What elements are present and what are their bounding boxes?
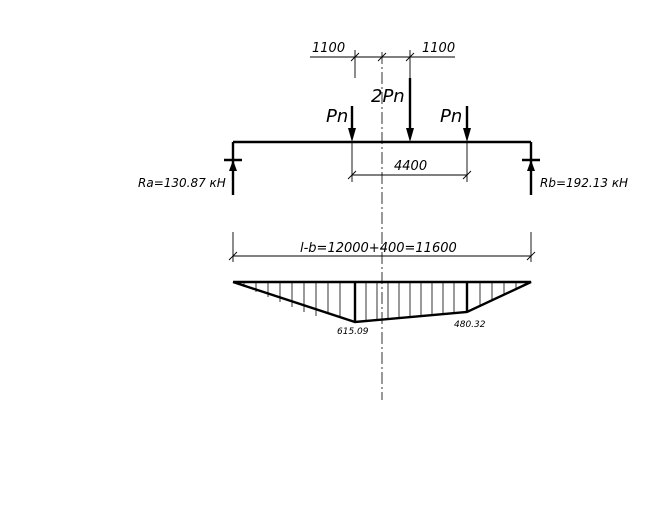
load-arrow-right [463, 106, 471, 142]
left-support [224, 142, 242, 195]
total-dimension: l-b=12000+400=11600 [228, 232, 536, 262]
dim-top-left: 1100 [312, 41, 345, 56]
reaction-right: Rb=192.13 кН [540, 176, 628, 190]
load-arrow-center [406, 78, 414, 142]
moment-diagram: 615.09 480.32 [232, 280, 532, 337]
right-support [522, 142, 540, 195]
load-label-right: Pn [440, 106, 462, 127]
dim-top-right: 1100 [422, 41, 455, 56]
inner-dimension: 4400 [347, 142, 472, 182]
load-label-left: Pn [326, 106, 348, 127]
top-dimension: 1100 1100 [310, 41, 455, 78]
reaction-left: Ra=130.87 кН [138, 176, 226, 190]
load-arrow-left [348, 106, 356, 142]
dim-total-span: l-b=12000+400=11600 [300, 241, 457, 256]
moment-value-2: 480.32 [454, 320, 486, 330]
moment-value-1: 615.09 [337, 327, 369, 337]
moment-hatch [243, 282, 517, 320]
dim-between-loads: 4400 [394, 159, 427, 174]
load-label-center: 2Pn [371, 86, 405, 107]
